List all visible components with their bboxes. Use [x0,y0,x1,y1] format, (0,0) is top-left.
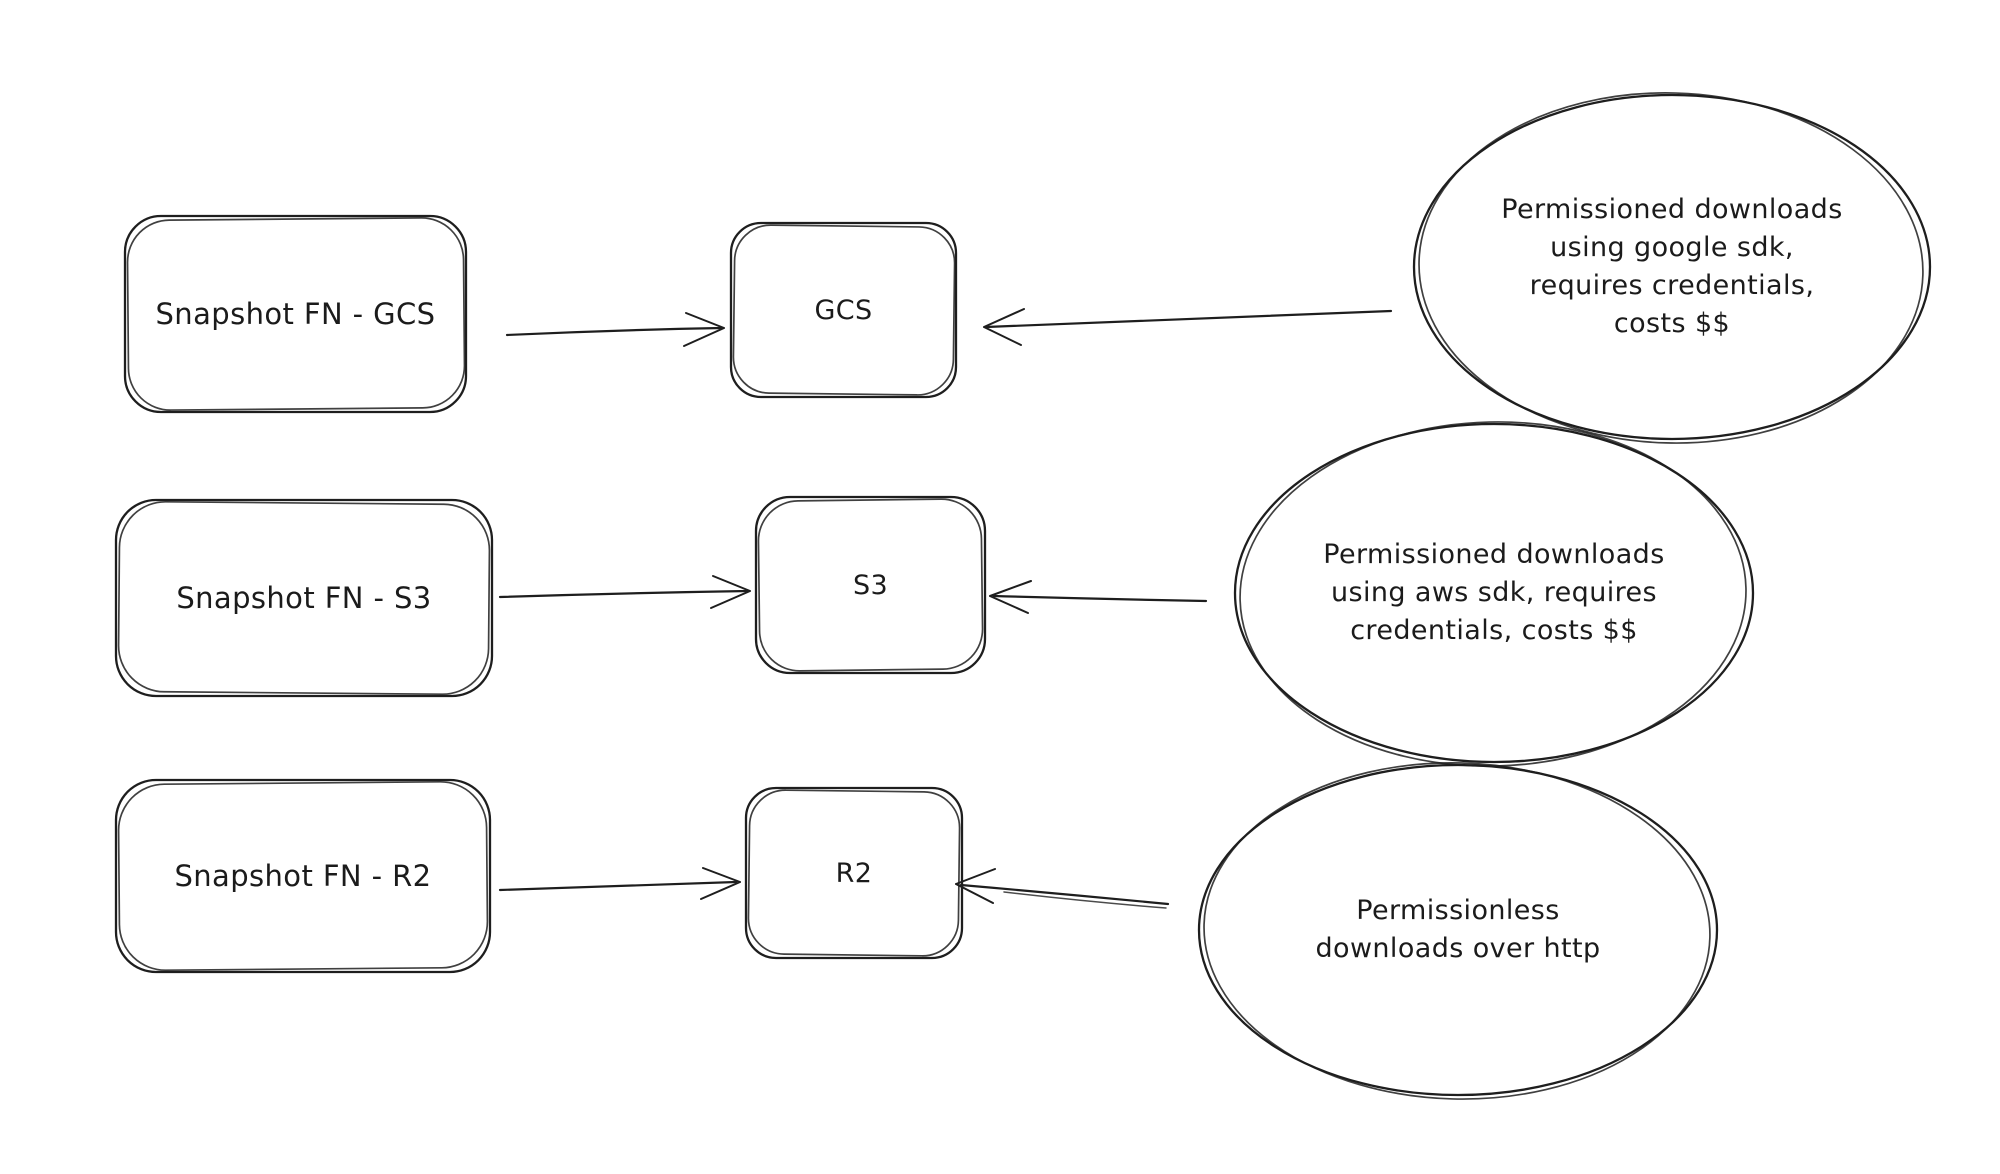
source-node-r2-label: Snapshot FN - R2 [174,859,432,893]
note-ellipse-r2-shape [1197,762,1719,1100]
arrow-source-to-r2 [498,867,741,900]
note-line: credentials, costs $$ [1350,615,1638,646]
note-line: using google sdk, [1550,232,1794,263]
source-node-gcs-label: Snapshot FN - GCS [155,297,436,331]
source-node-s3-label: Snapshot FN - S3 [176,581,432,615]
target-node-s3-shape [754,495,987,675]
note-line: downloads over http [1315,933,1601,964]
note-line: Permissioned downloads [1501,194,1843,225]
target-node-r2-shape [744,786,964,960]
note-r2: Permissionless downloads over http [1199,765,1717,1095]
note-line: Permissionless [1356,895,1560,926]
note-gcs: Permissioned downloads using google sdk,… [1414,95,1930,439]
note-ellipse-gcs-shape [1412,92,1932,444]
arrow-source-to-gcs [505,312,725,347]
arrow-source-to-s3 [498,575,751,609]
target-node-s3-label: S3 [852,569,889,601]
arrow-note-to-s3 [989,580,1208,614]
arrow-note-to-r2 [955,868,1170,909]
target-node-gcs-label: GCS [814,294,873,326]
source-node-gcs-shape [123,214,468,414]
note-s3: Permissioned downloads using aws sdk, re… [1235,424,1753,762]
target-node-r2-label: R2 [835,857,873,889]
note-line: costs $$ [1613,308,1731,339]
note-line: requires credentials, [1529,270,1815,301]
target-node-gcs-shape [729,221,958,399]
note-line: Permissioned downloads [1323,539,1665,570]
arrow-note-to-gcs [983,308,1393,346]
note-line: using aws sdk, requires [1330,577,1658,608]
source-node-r2-shape [114,778,492,974]
source-node-s3-shape [114,498,494,698]
